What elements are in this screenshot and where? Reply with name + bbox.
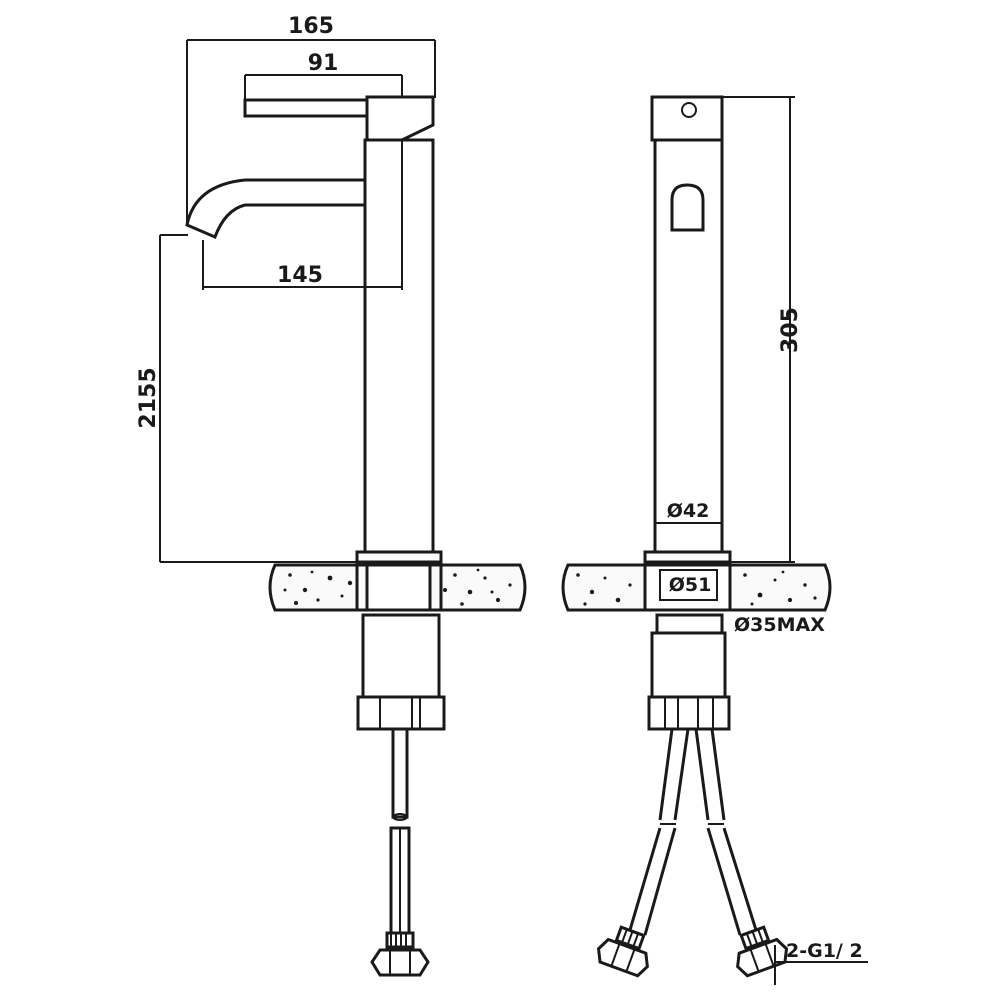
- front-view: 305 Ø42 Ø51 Ø35MAX: [561, 95, 868, 985]
- dim-label-165: 165: [288, 14, 334, 39]
- top-cap: [650, 95, 724, 142]
- dimension-145: 145: [202, 240, 402, 290]
- dimension-hose-thread: 2-G1/ 2: [774, 940, 868, 985]
- dimension-2155: 2155: [136, 234, 365, 563]
- counter-top-right: Ø51: [561, 563, 832, 612]
- dim-label-o42: Ø42: [667, 500, 710, 522]
- dimension-body-diameter: Ø42: [655, 500, 722, 524]
- lower-shank: [361, 613, 441, 699]
- dim-label-2-g1-2: 2-G1/ 2: [786, 940, 863, 962]
- dim-label-o51: Ø51: [669, 574, 712, 596]
- faucet-body: [363, 138, 435, 555]
- hose-fitting-front-left: [596, 925, 649, 978]
- front-body: [653, 138, 724, 555]
- dim-label-145: 145: [277, 263, 323, 288]
- dimension-91: 91: [244, 51, 403, 100]
- handle-cap: [365, 95, 435, 142]
- dim-label-305: 305: [778, 307, 803, 353]
- side-view: 165 91 145 2155: [136, 14, 527, 977]
- front-base-flange: [643, 550, 732, 564]
- dim-label-2155: 2155: [136, 367, 161, 428]
- dimension-165: 165: [186, 14, 436, 225]
- dim-label-o35max: Ø35MAX: [734, 614, 825, 636]
- mounting-nut: [356, 695, 446, 731]
- spout-outlet: [670, 183, 705, 232]
- dim-label-91: 91: [308, 51, 339, 76]
- handle-lever: [243, 98, 369, 118]
- base-flange: [355, 550, 443, 564]
- supply-hoses: [628, 728, 758, 936]
- counter-top-left: [268, 563, 527, 612]
- set-screw: [681, 102, 697, 118]
- spout: [185, 178, 365, 239]
- dimension-305: 305: [722, 96, 803, 563]
- front-lower-shank: [650, 631, 727, 699]
- dimension-hole-diameter: Ø35MAX: [655, 613, 825, 636]
- front-mounting-nut: [647, 695, 731, 731]
- threaded-rod: [391, 727, 409, 819]
- hose-fitting-left: [370, 931, 430, 977]
